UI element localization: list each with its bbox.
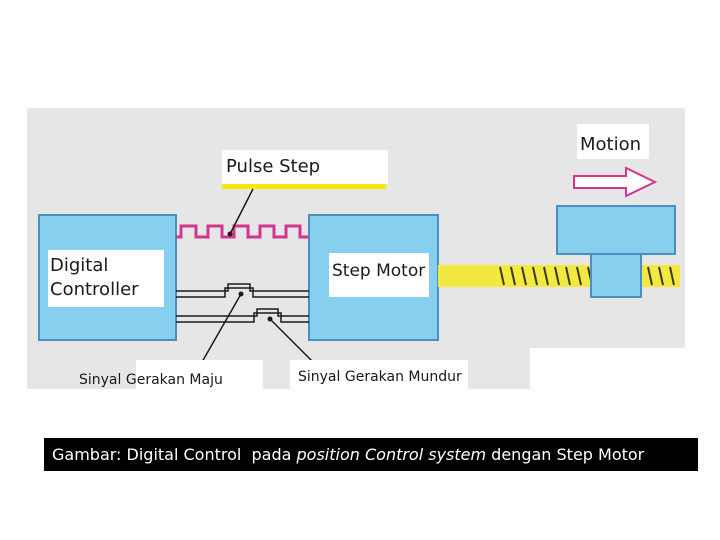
step-motor-label-box [329,253,429,297]
digital-controller-label-box [48,250,164,307]
step-motor-label: Step Motor [332,261,425,281]
reverse-signal-label: Sinyal Gerakan Mundur [298,369,462,385]
carriage-nut [590,253,642,298]
pulse-step-label-box [222,150,388,184]
forward-signal-label: Sinyal Gerakan Maju [79,372,223,388]
motion-label-box [577,124,649,159]
reverse-signal-pointer [269,318,317,366]
caption-part3: dengan Step Motor [486,445,645,464]
forward-signal-line-upper [176,283,309,292]
caption-part1: Gambar: Digital Control pada [52,445,297,464]
forward-signal-pointer [201,293,242,363]
forward-signal-label-box [136,360,263,389]
motion-label: Motion [580,134,641,155]
caption-part2: position Control system [296,445,487,464]
digital-controller-label-line2: Controller [50,279,139,300]
figure-caption: Gambar: Digital Control pada position Co… [44,438,698,471]
digital-controller-label-line1: Digital [50,255,108,276]
pulse-step-signal [176,224,309,239]
reverse-signal-line-lower [176,312,309,323]
reverse-signal-label-box [290,360,468,389]
forward-signal-line-lower [176,287,309,298]
pulse-step-label: Pulse Step [226,156,320,177]
motion-arrow-icon [573,166,658,198]
pulse-step-underline [222,184,386,189]
pulse-step-pointer [229,188,254,235]
reverse-signal-line-upper [176,308,309,317]
carriage-table [556,205,676,255]
